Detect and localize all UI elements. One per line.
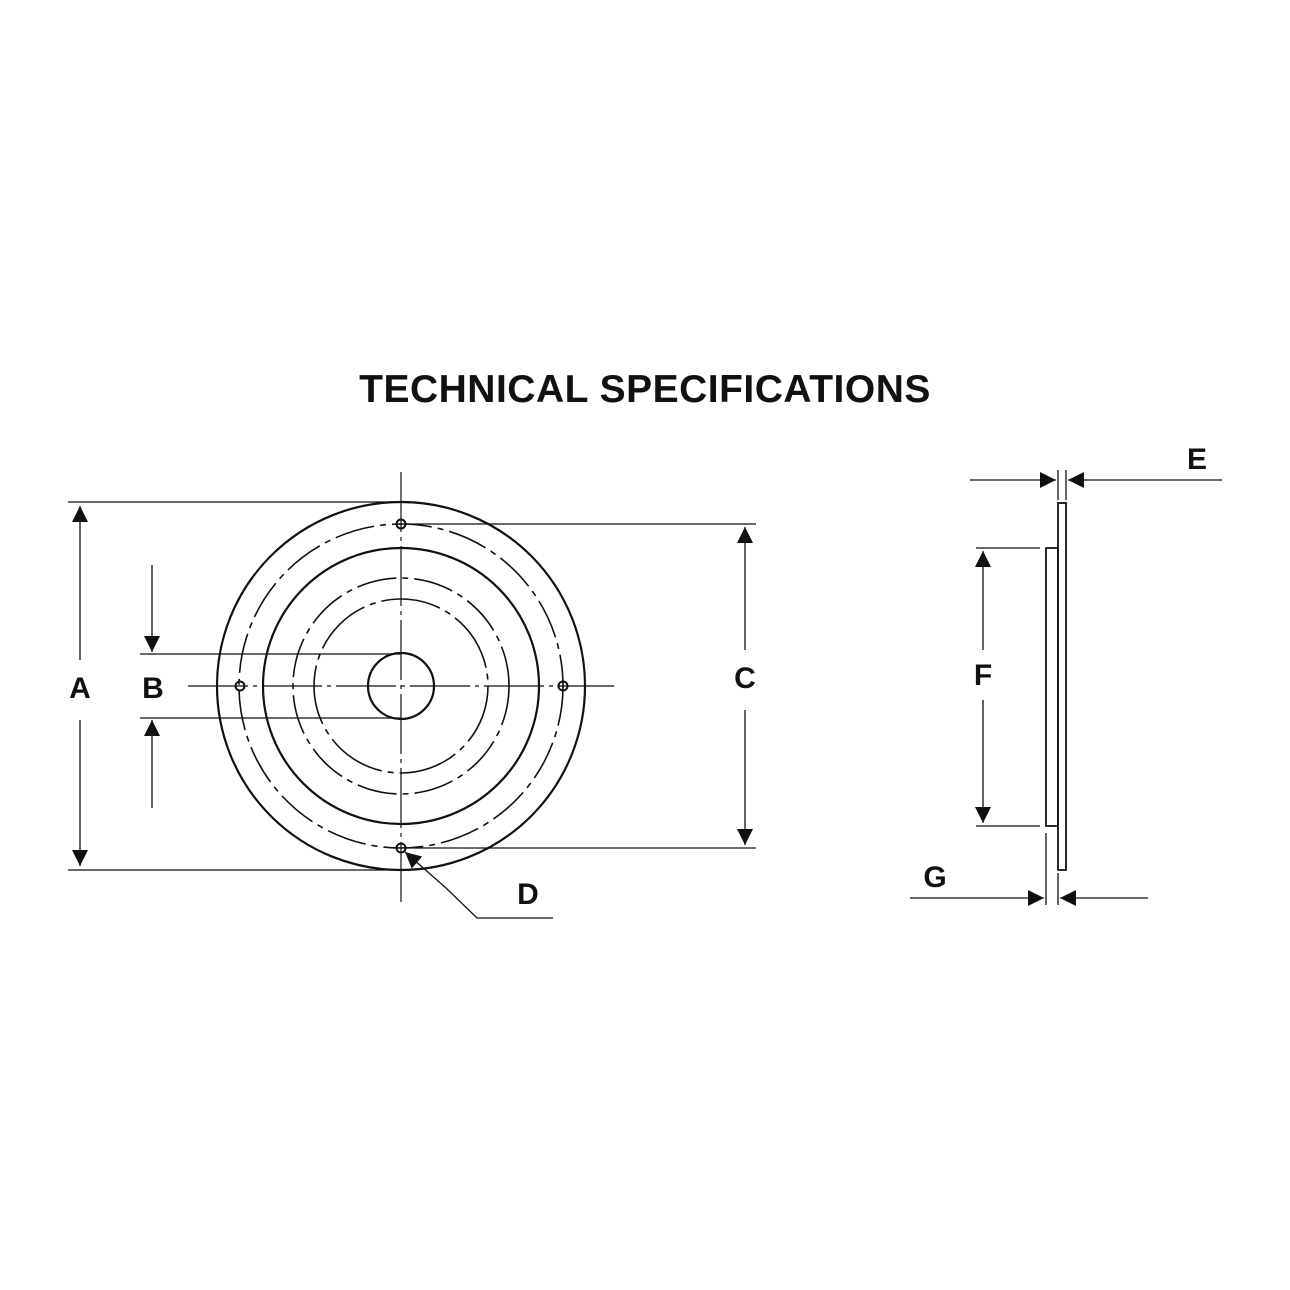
dimension-g-label: G [923, 861, 946, 894]
dimension-d-label: D [517, 878, 539, 911]
dimension-e [970, 470, 1222, 500]
plate-profile [1057, 502, 1067, 871]
dimension-f [975, 547, 1040, 827]
hub-profile [1045, 547, 1059, 827]
dimension-d [404, 851, 553, 919]
dimension-a [68, 501, 401, 871]
dimension-b [140, 565, 401, 808]
side-view [1045, 502, 1067, 871]
page-title: TECHNICAL SPECIFICATIONS [359, 368, 931, 411]
front-view [188, 472, 614, 905]
dimension-f-label: F [974, 659, 992, 692]
bolt-hole-left [234, 680, 246, 692]
dimension-b-label: B [142, 672, 164, 705]
dimension-g [910, 833, 1148, 906]
bolt-hole-right [557, 680, 569, 692]
dimension-c [405, 523, 756, 849]
dimension-e-label: E [1187, 443, 1207, 476]
dimension-c-label: C [734, 662, 756, 695]
dimension-a-label: A [69, 672, 91, 705]
